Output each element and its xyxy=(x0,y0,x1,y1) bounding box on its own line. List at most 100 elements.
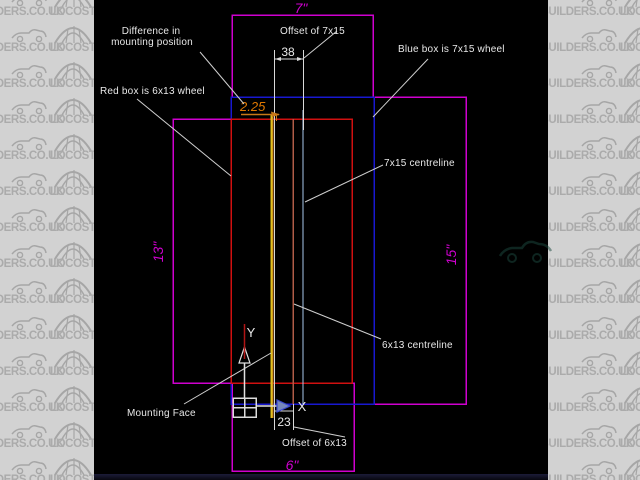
watermark-arch-icon xyxy=(54,278,92,296)
watermark-text: LOCOSTBUILDERS.CO.UK xyxy=(620,474,640,480)
watermark-car-icon xyxy=(581,461,617,475)
watermark-car-icon xyxy=(11,461,47,475)
watermark-car-icon xyxy=(11,0,47,7)
watermark-tile: LOCOSTBUILDERS.CO.UK xyxy=(50,201,94,237)
watermark-text: LOCOSTBUILDERS.CO.UK xyxy=(0,186,64,198)
watermark-text: LOCOSTBUILDERS.CO.UK xyxy=(548,330,634,342)
watermark-tile: LOCOSTBUILDERS.CO.UK xyxy=(548,453,634,480)
watermark-car-icon xyxy=(11,137,47,151)
watermark-tile: LOCOSTBUILDERS.CO.UK xyxy=(0,273,64,309)
watermark-car-icon xyxy=(581,101,617,115)
watermark-tile: LOCOSTBUILDERS.CO.UK xyxy=(0,129,64,165)
watermark-tile: LOCOSTBUILDERS.CO.UK xyxy=(50,165,94,201)
watermark-tile: LOCOSTBUILDERS.CO.UK xyxy=(50,237,94,273)
dim-left-height-label: 13" xyxy=(150,241,166,263)
label-centreline-6x13: 6x13 centreline xyxy=(382,340,453,351)
watermark-text: LOCOSTBUILDERS.CO.UK xyxy=(620,186,640,198)
watermark-arch-icon xyxy=(624,207,640,224)
watermark-text: LOCOSTBUILDERS.CO.UK xyxy=(0,366,64,378)
watermark-text: LOCOSTBUILDERS.CO.UK xyxy=(0,438,64,450)
watermark-text: LOCOSTBUILDERS.CO.UK xyxy=(0,294,64,306)
watermark-tile: LOCOSTBUILDERS.CO.UK xyxy=(548,309,634,345)
watermark-arch-icon xyxy=(624,351,640,368)
watermark-car-icon xyxy=(581,425,617,439)
watermark-arch-icon xyxy=(54,26,92,44)
watermark-text: LOCOSTBUILDERS.CO.UK xyxy=(620,330,640,342)
watermark-tile: LOCOSTBUILDERS.CO.UK xyxy=(548,417,634,453)
watermark-text: LOCOSTBUILDERS.CO.UK xyxy=(0,150,64,162)
watermark-text: LOCOSTBUILDERS.CO.UK xyxy=(548,114,634,126)
watermark-arch-icon xyxy=(624,0,639,8)
watermark-text: LOCOSTBUILDERS.CO.UK xyxy=(620,150,640,162)
watermark-tile: LOCOSTBUILDERS.CO.UK xyxy=(548,273,634,309)
watermark-text: LOCOSTBUILDERS.CO.UK xyxy=(0,330,64,342)
watermark-car-icon xyxy=(581,209,617,223)
label-blue-box: Blue box is 7x15 wheel xyxy=(398,44,505,55)
watermark-tile: LOCOSTBUILDERS.CO.UK xyxy=(548,201,634,237)
watermark-arch-icon xyxy=(54,242,92,260)
watermark-text: LOCOSTBUILDERS.CO.UK xyxy=(548,366,634,378)
leader-lines xyxy=(136,30,429,438)
watermark-text: LOCOSTBUILDERS.CO.UK xyxy=(0,42,64,54)
watermark-arch-icon xyxy=(624,423,640,440)
label-offset-6x13: Offset of 6x13 xyxy=(282,438,347,449)
watermark-car-icon xyxy=(581,173,617,187)
watermark-car-icon xyxy=(11,65,47,79)
y-axis-label: Y xyxy=(247,325,256,340)
watermark-arch-icon xyxy=(624,99,640,116)
watermark-tile: LOCOSTBUILDERS.CO.UK xyxy=(620,309,640,345)
dim-top-width-label: 7" xyxy=(295,0,309,16)
label-centreline-7x15: 7x15 centreline xyxy=(384,158,455,169)
watermark-tile: LOCOSTBUILDERS.CO.UK xyxy=(0,201,64,237)
watermark-text: LOCOSTBUILDERS.CO.UK xyxy=(548,438,634,450)
watermark-text: LOCOSTBUILDERS.CO.UK xyxy=(548,78,634,90)
watermark-car-icon xyxy=(11,245,47,259)
watermark-tile: LOCOSTBUILDERS.CO.UK xyxy=(620,201,640,237)
watermark-car-icon xyxy=(581,137,617,151)
watermark-text: LOCOSTBUILDERS.CO.UK xyxy=(50,366,94,378)
ucs-icon: Y X xyxy=(232,324,307,418)
watermark-car-icon xyxy=(11,281,47,295)
watermark-arch-icon xyxy=(624,63,640,80)
watermark-text: LOCOSTBUILDERS.CO.UK xyxy=(0,6,64,18)
watermark-text: LOCOSTBUILDERS.CO.UK xyxy=(548,258,634,270)
watermark-text: LOCOSTBUILDERS.CO.UK xyxy=(0,114,64,126)
watermark-text: LOCOSTBUILDERS.CO.UK xyxy=(620,402,640,414)
watermark-car-icon xyxy=(581,0,617,7)
faint-watermark-logo xyxy=(498,240,553,263)
watermark-arch-icon xyxy=(624,27,640,44)
watermark-text: LOCOSTBUILDERS.CO.UK xyxy=(548,42,634,54)
watermark-tile: LOCOSTBUILDERS.CO.UK xyxy=(548,237,634,273)
watermark-text: LOCOSTBUILDERS.CO.UK xyxy=(620,42,640,54)
watermark-tile: LOCOSTBUILDERS.CO.UK xyxy=(50,417,94,453)
watermark-car-icon xyxy=(11,317,47,331)
watermark-arch-icon xyxy=(54,350,92,368)
dim-right-height-label: 15" xyxy=(443,244,459,266)
watermark-tile: LOCOSTBUILDERS.CO.UK xyxy=(50,0,94,21)
watermark-text: LOCOSTBUILDERS.CO.UK xyxy=(50,150,94,162)
watermark-tile: LOCOSTBUILDERS.CO.UK xyxy=(50,309,94,345)
watermark-tile: LOCOSTBUILDERS.CO.UK xyxy=(50,381,94,417)
watermark-tile: LOCOSTBUILDERS.CO.UK xyxy=(0,165,64,201)
watermark-text: LOCOSTBUILDERS.CO.UK xyxy=(548,294,634,306)
watermark-tile: LOCOSTBUILDERS.CO.UK xyxy=(0,417,64,453)
watermark-arch-icon xyxy=(624,243,640,260)
watermark-tile: LOCOSTBUILDERS.CO.UK xyxy=(0,345,64,381)
watermark-text: LOCOSTBUILDERS.CO.UK xyxy=(620,114,640,126)
watermark-text: LOCOSTBUILDERS.CO.UK xyxy=(50,402,94,414)
watermark-car-icon xyxy=(581,317,617,331)
watermark-text: LOCOSTBUILDERS.CO.UK xyxy=(548,6,634,18)
watermark-text: LOCOSTBUILDERS.CO.UK xyxy=(50,258,94,270)
watermark-arch-icon xyxy=(54,170,92,188)
watermark-tile: LOCOSTBUILDERS.CO.UK xyxy=(620,0,640,21)
watermark-car-icon xyxy=(581,245,617,259)
watermark-arch-icon xyxy=(624,387,640,404)
watermark-tile: LOCOSTBUILDERS.CO.UK xyxy=(620,273,640,309)
watermark-tile: LOCOSTBUILDERS.CO.UK xyxy=(548,381,634,417)
watermark-tile: LOCOSTBUILDERS.CO.UK xyxy=(548,57,634,93)
watermark-tile: LOCOSTBUILDERS.CO.UK xyxy=(50,129,94,165)
watermark-tile: LOCOSTBUILDERS.CO.UK xyxy=(620,453,640,480)
watermark-tile: LOCOSTBUILDERS.CO.UK xyxy=(548,165,634,201)
watermark-tile: LOCOSTBUILDERS.CO.UK xyxy=(620,57,640,93)
watermark-tile: LOCOSTBUILDERS.CO.UK xyxy=(0,21,64,57)
